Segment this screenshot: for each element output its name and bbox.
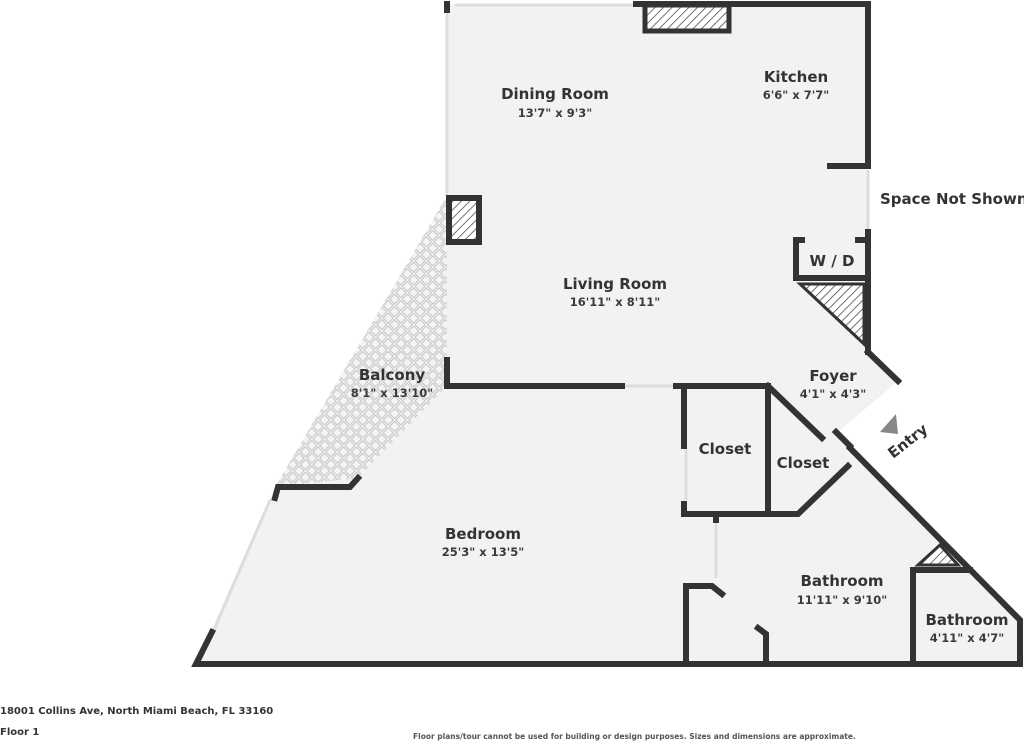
entry-arrow-icon (880, 414, 898, 434)
address-text: 18001 Collins Ave, North Miami Beach, FL… (0, 706, 274, 717)
wd-hatch (796, 282, 866, 348)
balcony-name: Balcony (359, 366, 426, 384)
washer-dryer-label: W / D (810, 252, 855, 270)
kitchen-dims: 6'6" x 7'7" (763, 88, 829, 102)
balcony-floor (275, 196, 447, 487)
floor-label: Floor 1 (0, 727, 40, 738)
windows (212, 3, 870, 631)
pillar-hatch (452, 201, 476, 239)
balcony-dims: 8'1" x 13'10" (351, 386, 433, 400)
dining-room-dims: 13'7" x 9'3" (518, 106, 592, 120)
bath-hatch (914, 542, 962, 567)
foyer-dims: 4'1" x 4'3" (800, 387, 866, 401)
bedroom-name: Bedroom (445, 525, 521, 543)
kitchen-name: Kitchen (764, 68, 828, 86)
bedroom-dims: 25'3" x 13'5" (442, 545, 524, 559)
living-room-dims: 16'11" x 8'11" (570, 295, 660, 309)
kitchen-appliance-hatch (642, 2, 732, 34)
closet-name: Closet (777, 454, 830, 472)
bathroom-dims: 4'11" x 4'7" (930, 631, 1004, 645)
main-floor (196, 4, 1020, 664)
space-not-shown-label: Space Not Shown (880, 190, 1024, 208)
closet-name: Closet (699, 440, 752, 458)
dining-room-name: Dining Room (501, 85, 609, 103)
walls (191, 1, 1023, 667)
disclaimer-text: Floor plans/tour cannot be used for buil… (413, 732, 856, 741)
foyer-name: Foyer (809, 367, 857, 385)
living-room-name: Living Room (563, 275, 667, 293)
bathroom-name: Bathroom (800, 572, 883, 590)
bathroom-name: Bathroom (925, 611, 1008, 629)
bathroom-dims: 11'11" x 9'10" (797, 593, 887, 607)
